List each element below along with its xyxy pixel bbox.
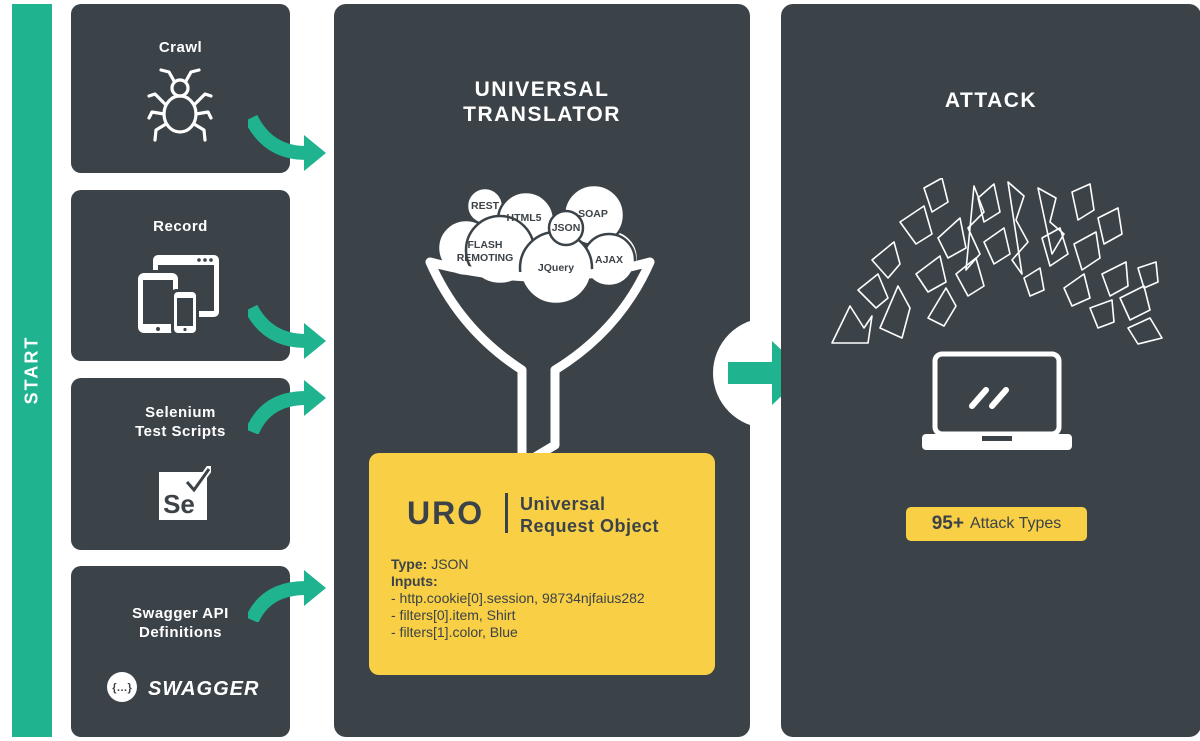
attack-types-count: 95+ — [931, 513, 964, 534]
source-title-crawl: Crawl — [71, 38, 290, 57]
source-title-swagger: Swagger API Definitions — [71, 604, 290, 642]
arrow-crawl — [248, 115, 326, 171]
uro-input-item: - http.cookie[0].session, 98734njfaius28… — [391, 590, 645, 606]
selenium-logo: Se — [159, 466, 211, 520]
format-label-json: JSON — [552, 222, 581, 234]
devices-icon — [135, 255, 219, 336]
uro-inputs-label-row: Inputs: — [391, 573, 645, 590]
uro-code: URO — [407, 495, 485, 531]
swagger-logo-text: SWAGGER — [148, 678, 259, 700]
uro-name-line: Universal — [520, 494, 606, 514]
uro-type-row: Type: JSON — [391, 556, 645, 573]
start-label: START — [21, 335, 42, 405]
format-label-soap: SOAP — [578, 208, 608, 220]
format-label-ajax: AJAX — [595, 254, 623, 266]
source-title-line: Selenium — [145, 404, 216, 421]
start-bar — [12, 4, 52, 737]
uro-card: URO Universal Request Object Type: JSON … — [369, 453, 715, 675]
format-label-rest: REST — [471, 200, 500, 212]
arrow-selenium — [248, 380, 326, 434]
attack-types-badge: 95+ Attack Types — [906, 507, 1087, 541]
source-title-line: Crawl — [158, 39, 203, 56]
uro-type-label: Type: — [391, 556, 428, 572]
source-title-line: Record — [153, 218, 208, 235]
source-title-line: Swagger API — [132, 605, 229, 622]
translator-title-line: UNIVERSAL — [474, 78, 610, 101]
uro-divider — [505, 493, 508, 533]
format-label-jquery: JQuery — [538, 262, 574, 274]
swagger-logo: {…} SWAGGER — [107, 672, 259, 702]
translator-title-line: TRANSLATOR — [463, 103, 621, 126]
attack-panel: ATTACK — [781, 4, 1200, 737]
spider-icon — [147, 68, 213, 142]
source-panel-record: Record — [71, 190, 290, 361]
swagger-logo-glyph: {…} — [112, 682, 132, 694]
source-title-record: Record — [71, 217, 290, 236]
attack-types-label: Attack Types — [969, 515, 1062, 532]
source-panel-selenium: Selenium Test Scripts Se — [71, 378, 290, 550]
uro-type-value: JSON — [431, 556, 469, 572]
uro-name-line: Request Object — [520, 516, 660, 536]
source-title-selenium: Selenium Test Scripts — [71, 403, 290, 441]
selenium-logo-text: Se — [163, 489, 195, 519]
source-title-line: Test Scripts — [135, 423, 226, 440]
source-panel-swagger: Swagger API Definitions {…} SWAGGER — [71, 566, 290, 737]
arrow-record — [248, 305, 326, 359]
format-label-html5: HTML5 — [507, 212, 542, 224]
laptop-icon — [922, 351, 1072, 450]
uro-inputs-label: Inputs: — [391, 573, 438, 589]
source-title-line: Definitions — [139, 624, 222, 641]
arrow-swagger — [248, 570, 326, 622]
uro-input-item: - filters[1].color, Blue — [391, 624, 518, 640]
uro-name: Universal Request Object — [520, 493, 659, 537]
attack-title: ATTACK — [944, 89, 1038, 112]
uro-details: Type: JSON Inputs: - http.cookie[0].sess… — [391, 556, 645, 641]
source-panel-crawl: Crawl — [71, 4, 290, 173]
uro-input-item: - filters[0].item, Shirt — [391, 607, 516, 623]
shatter-shards — [831, 178, 1163, 345]
translator-title: UNIVERSAL TRANSLATOR — [334, 77, 750, 127]
